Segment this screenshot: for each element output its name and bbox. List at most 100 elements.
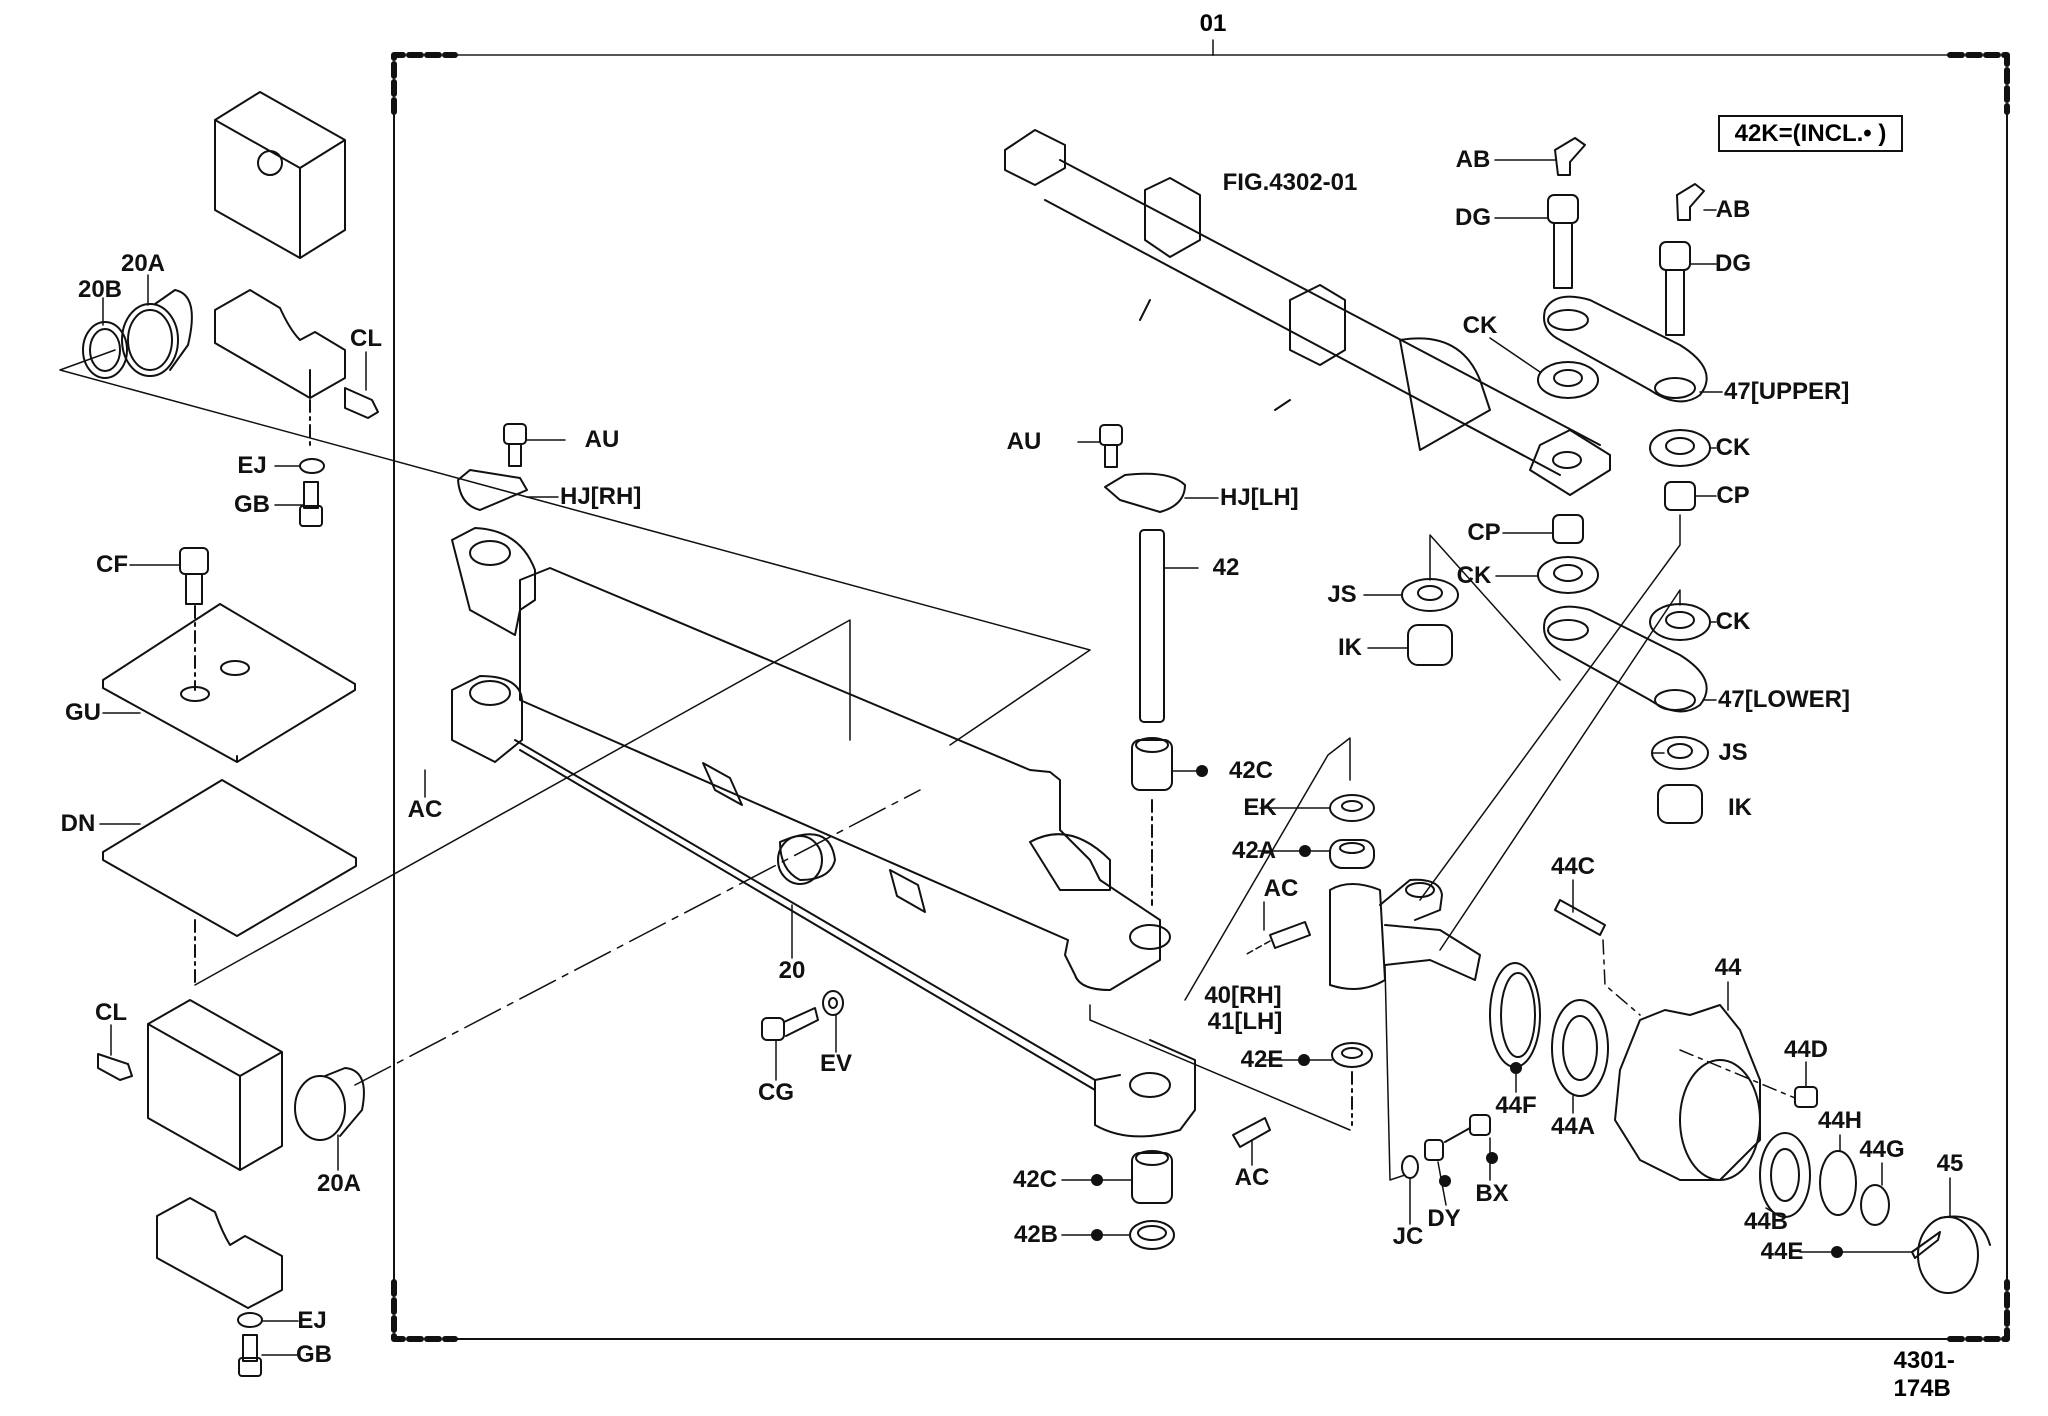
callout-BX: BX	[1475, 1180, 1509, 1207]
callout-47-lower: 47[LOWER]	[1718, 686, 1850, 713]
washer-EK	[1329, 794, 1375, 822]
callout-AC: AC	[407, 796, 443, 823]
callout-GB: GB	[296, 1341, 332, 1368]
knuckle-40-41	[1329, 878, 1481, 990]
spacer-CP-2	[1552, 514, 1584, 544]
assembly-frame	[391, 39, 2010, 1342]
callout-IK: IK	[1338, 634, 1362, 661]
callout-AU: AU	[584, 426, 620, 453]
arm-47-upper	[1543, 295, 1708, 403]
bolt-GB-top	[299, 481, 323, 527]
washer-EJ-bottom	[237, 1312, 263, 1328]
callout-DN: DN	[60, 810, 96, 837]
grease-nipple-AC-knuckle	[1269, 921, 1311, 949]
callout-42E: 42E	[1240, 1046, 1284, 1073]
callout-EJ: EJ	[237, 452, 267, 479]
mount-block-top	[214, 91, 346, 259]
bearing-44B	[1759, 1132, 1811, 1218]
callout-44C: 44C	[1550, 853, 1596, 880]
callout-CK: CK	[1456, 562, 1492, 589]
callout-AB: AB	[1715, 196, 1751, 223]
kit-marker-dots	[1091, 765, 1843, 1258]
nut-IK-2	[1657, 784, 1703, 824]
callout-CK: CK	[1462, 312, 1498, 339]
callout-DY: DY	[1427, 1205, 1461, 1232]
callout-20A: 20A	[316, 1170, 362, 1197]
callout-42: 42	[1212, 554, 1240, 581]
callout-EV: EV	[819, 1050, 853, 1077]
washer-CK-3	[1537, 556, 1599, 594]
half-clamp-bottom	[156, 1197, 283, 1309]
plate-HJ-rh	[457, 469, 528, 511]
drawing-id: 4301-174B	[1893, 1347, 1955, 1402]
stud-44C	[1554, 899, 1606, 936]
callout-42C: 42C	[1012, 1166, 1058, 1193]
bolt-GB-bottom	[238, 1334, 262, 1377]
callout-44D: 44D	[1783, 1036, 1829, 1063]
callout-AB: AB	[1455, 146, 1491, 173]
callout-20A: 20A	[120, 250, 166, 277]
kingpin-42	[1139, 529, 1165, 723]
fitting-DG-2	[1659, 241, 1691, 336]
callout-47-upper: 47[UPPER]	[1724, 378, 1850, 405]
washer-EJ-top	[299, 458, 325, 474]
plate-DN	[102, 779, 357, 937]
reference-figure-label: FIG.4302-01	[1222, 169, 1358, 196]
half-clamp-top	[214, 289, 346, 399]
axle-beam-20	[451, 527, 1196, 1138]
callout-IK: IK	[1728, 794, 1752, 821]
castle-nut-44G	[1860, 1184, 1890, 1226]
seal-44F	[1489, 962, 1541, 1068]
bolt-AU-lh	[1099, 424, 1123, 468]
callout-CP: CP	[1467, 519, 1501, 546]
grease-nipple-CL-bottom	[97, 1053, 133, 1081]
fitting-AB-1	[1554, 137, 1586, 176]
washer-42E	[1331, 1042, 1373, 1068]
callout-CG: CG	[758, 1079, 794, 1106]
nut-DY	[1424, 1139, 1444, 1161]
bushing-20A-bottom	[294, 1067, 365, 1141]
callout-GB: GB	[234, 491, 270, 518]
washer-JS-1	[1401, 578, 1459, 612]
callout-44G: 44G	[1859, 1136, 1905, 1163]
pad-GU	[102, 603, 356, 763]
seal-42B	[1129, 1220, 1175, 1250]
bolt-AU-rh	[503, 423, 527, 467]
callout-CL: CL	[350, 325, 382, 352]
washer-CK-1	[1537, 361, 1599, 399]
washer-44H	[1819, 1150, 1857, 1216]
callout-EK: EK	[1243, 794, 1277, 821]
nut-IK-1	[1407, 624, 1453, 666]
mount-block-bottom	[147, 999, 283, 1171]
callout-CK: CK	[1715, 608, 1751, 635]
kit-note-box: 42K=(INCL.• )	[1718, 115, 1903, 152]
callout-44F: 44F	[1495, 1092, 1537, 1119]
fitting-AB-2	[1676, 183, 1705, 221]
sheet-number: 01	[1199, 10, 1227, 37]
bearing-44A	[1551, 999, 1609, 1097]
fitting-DG-1	[1547, 194, 1579, 289]
callout-20B: 20B	[77, 276, 123, 303]
callout-CK: CK	[1715, 434, 1751, 461]
washer-EV	[822, 990, 844, 1016]
hub-cap-45	[1917, 1215, 1991, 1294]
bolt-BX	[1444, 1114, 1491, 1143]
callout-JS: JS	[1327, 581, 1357, 608]
callout-42B: 42B	[1013, 1221, 1059, 1248]
callout-AC: AC	[1263, 875, 1299, 902]
callout-44B: 44B	[1743, 1208, 1789, 1235]
nut-44D	[1794, 1086, 1818, 1108]
callout-44A: 44A	[1550, 1113, 1596, 1140]
grease-nipple-AC-bottom	[1232, 1117, 1271, 1148]
washer-CK-2	[1649, 429, 1711, 467]
callout-40-RH: 40[RH]	[1204, 982, 1282, 1009]
callout-44E: 44E	[1760, 1238, 1804, 1265]
callout-AC: AC	[1234, 1164, 1270, 1191]
callout-CP: CP	[1716, 482, 1750, 509]
bushing-20A-top	[121, 289, 193, 377]
callout-44H: 44H	[1817, 1107, 1863, 1134]
seal-42A	[1329, 839, 1375, 869]
callout-42A: 42A	[1231, 837, 1277, 864]
arm-47-lower	[1543, 605, 1708, 713]
